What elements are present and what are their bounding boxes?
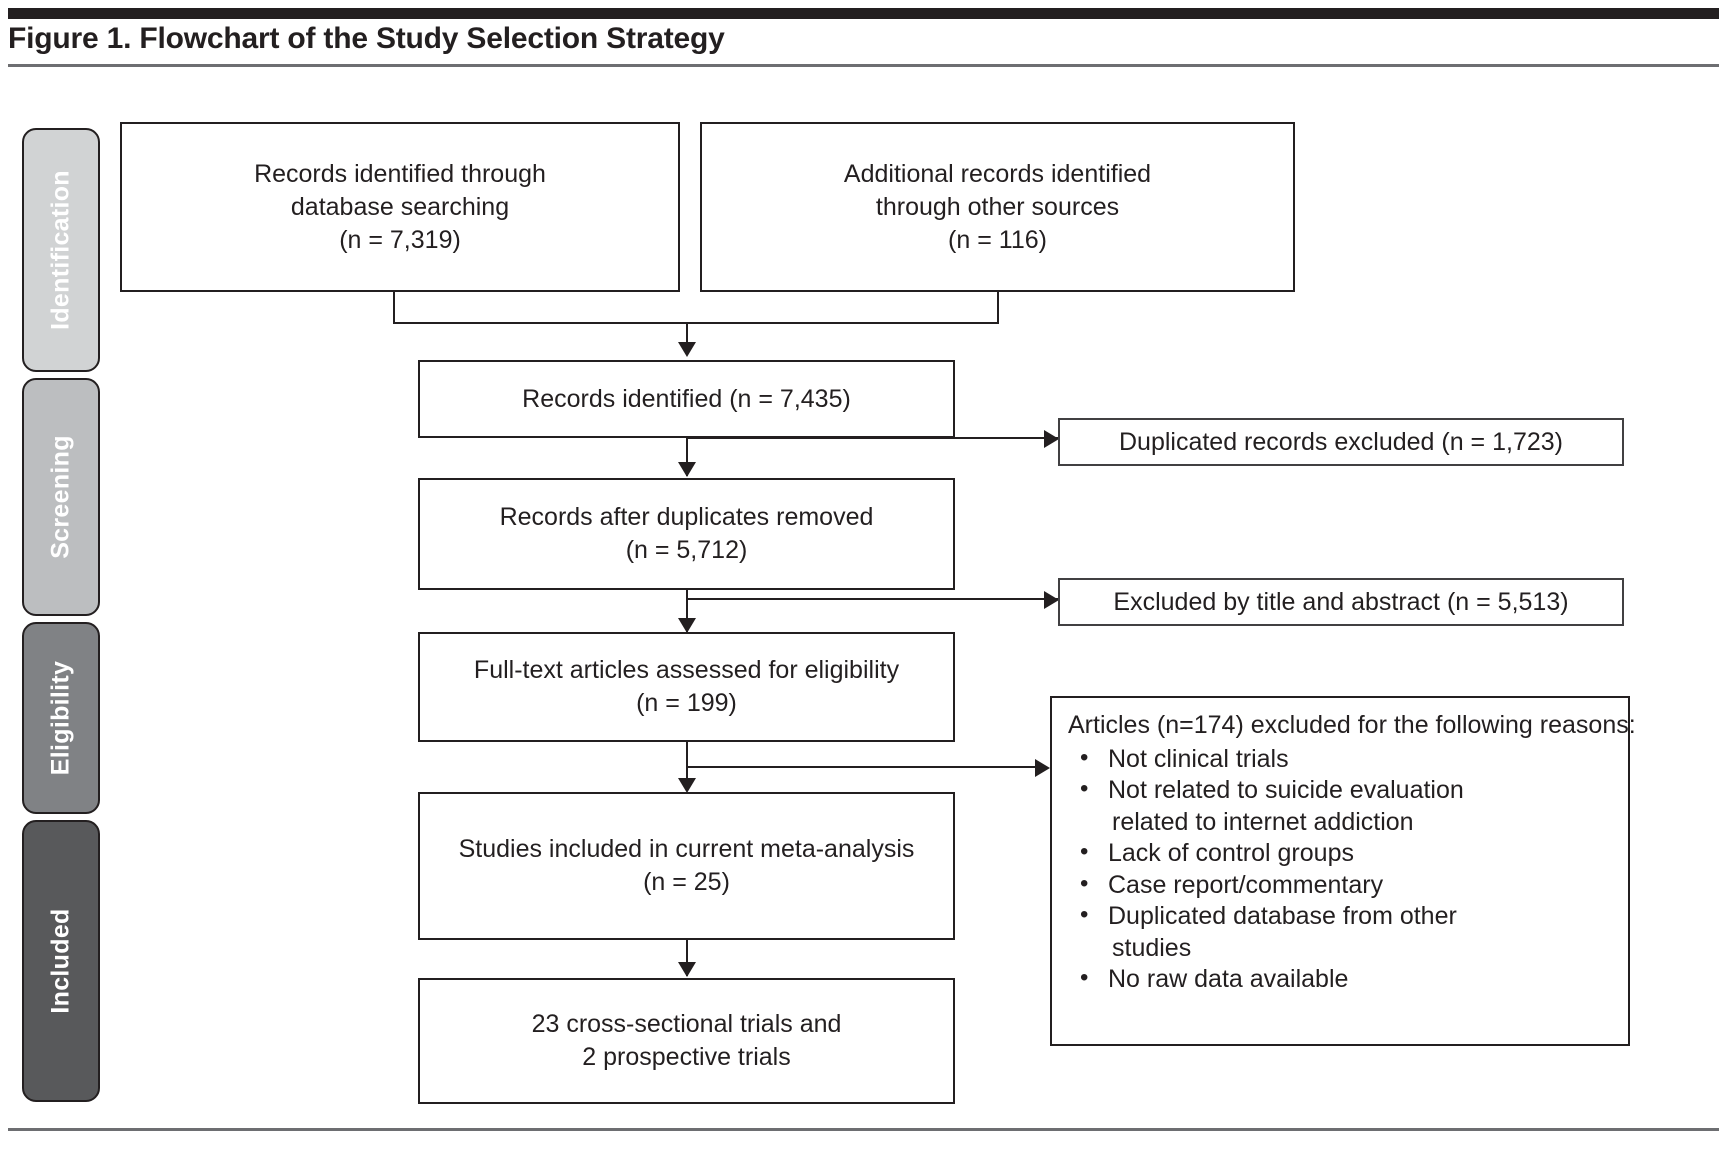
box-exclusion-reasons: Articles (n=174) excluded for the follow… — [1050, 696, 1636, 1046]
arrow-into-trial-breakdown — [678, 962, 696, 977]
stage-tab-identification: Identification — [22, 128, 100, 372]
box-records-database-line2: database searching — [290, 192, 510, 221]
box-fulltext-assessed-line1: Full-text articles assessed for eligibil… — [473, 656, 900, 684]
box-records-after-duplicates: Records after duplicates removed (n = 5,… — [418, 478, 955, 590]
box-studies-included-line2: (n = 25) — [643, 868, 730, 896]
box-records-other-sources: Additional records identified through ot… — [700, 122, 1295, 292]
box-records-after-duplicates-line1: Records after duplicates removed — [499, 503, 874, 531]
box-records-other-line2: through other sources — [875, 192, 1120, 221]
exclusion-reason-text: Not clinical trials — [1108, 744, 1289, 773]
arrow-into-studies-included — [678, 778, 696, 793]
bullet-icon: • — [1080, 838, 1089, 865]
connector-rad-down — [686, 590, 688, 632]
bullet-icon: • — [1080, 964, 1089, 991]
box-records-after-duplicates-line2: (n = 5,712) — [625, 536, 748, 564]
box-records-identified-line1: Records identified (n = 7,435) — [522, 384, 851, 413]
box-records-database-line3: (n = 7,319) — [339, 225, 461, 254]
connector-si-down — [686, 940, 688, 976]
stage-tab-eligibility: Eligibility — [22, 622, 100, 814]
list-item: • Not related to suicide evaluation rela… — [1066, 775, 1614, 838]
box-excluded-title-abstract: Excluded by title and abstract (n = 5,51… — [1058, 578, 1624, 626]
box-excluded-title-abstract-line1: Excluded by title and abstract (n = 5,51… — [1113, 587, 1569, 616]
stage-label-included: Included — [46, 908, 75, 1014]
exclusion-reasons-heading: Articles (n=174) excluded for the follow… — [1068, 711, 1636, 739]
list-item: • Duplicated database from other studies — [1066, 901, 1614, 964]
list-item: • Not clinical trials — [1066, 744, 1614, 776]
top-rule — [8, 8, 1719, 19]
connector-merge-stem — [686, 322, 688, 344]
list-item: • Lack of control groups — [1066, 838, 1614, 870]
arrow-into-exclusion-reasons — [1035, 759, 1050, 777]
exclusion-reason-continuation: studies — [1112, 933, 1192, 962]
stage-label-eligibility: Eligibility — [46, 660, 75, 776]
box-records-database-line1: Records identified through — [254, 159, 546, 188]
page-title: Figure 1. Flowchart of the Study Selecti… — [8, 22, 725, 55]
exclusion-reason-text: No raw data available — [1108, 965, 1349, 993]
connector-db-down — [393, 292, 395, 324]
connector-merge-horizontal — [393, 322, 999, 324]
box-trial-breakdown-line1: 23 cross-sectional trials and — [531, 1010, 842, 1038]
exclusion-reason-continuation: related to internet addiction — [1112, 807, 1414, 836]
box-trial-breakdown-line2: 2 prospective trials — [582, 1043, 791, 1071]
box-records-identified: Records identified (n = 7,435) — [418, 360, 955, 438]
box-studies-included-line1: Studies included in current meta-analysi… — [458, 835, 915, 863]
arrow-into-fulltext-assessed — [678, 618, 696, 633]
stage-tab-screening: Screening — [22, 378, 100, 616]
box-fulltext-assessed: Full-text articles assessed for eligibil… — [418, 632, 955, 742]
box-studies-included: Studies included in current meta-analysi… — [418, 792, 955, 940]
box-records-database: Records identified through database sear… — [120, 122, 680, 292]
list-item: • Case report/commentary — [1066, 870, 1614, 902]
exclusion-reasons-list: • Not clinical trials • Not related to s… — [1066, 744, 1614, 996]
connector-ft-down — [686, 742, 688, 788]
exclusion-reason-text: Case report/commentary — [1108, 870, 1384, 899]
exclusion-reason-text: Lack of control groups — [1108, 839, 1354, 867]
box-trial-breakdown: 23 cross-sectional trials and 2 prospect… — [418, 978, 955, 1104]
bullet-icon: • — [1080, 901, 1089, 928]
box-duplicated-records-excluded-line1: Duplicated records excluded (n = 1,723) — [1118, 427, 1563, 456]
list-item: • No raw data available — [1066, 964, 1614, 996]
stage-label-screening: Screening — [46, 435, 75, 559]
title-underline-rule — [8, 64, 1719, 67]
connector-ri-to-duplicates — [686, 437, 1058, 439]
connector-ri-down — [686, 438, 688, 476]
box-duplicated-records-excluded: Duplicated records excluded (n = 1,723) — [1058, 418, 1624, 466]
arrow-into-duplicates-excluded — [1044, 430, 1059, 448]
stage-label-identification: Identification — [46, 170, 75, 330]
arrow-into-records-after-duplicates — [678, 462, 696, 477]
stage-tab-included: Included — [22, 820, 100, 1102]
bullet-icon: • — [1080, 743, 1089, 771]
box-records-other-line3: (n = 116) — [948, 225, 1047, 254]
bullet-icon: • — [1080, 869, 1089, 897]
connector-ft-to-reasons — [686, 766, 1043, 768]
arrow-into-records-identified — [678, 342, 696, 357]
box-records-other-line1: Additional records identified — [843, 159, 1152, 188]
exclusion-reason-text: Duplicated database from other — [1108, 902, 1457, 930]
exclusion-reason-text: Not related to suicide evaluation — [1108, 776, 1464, 804]
box-fulltext-assessed-line2: (n = 199) — [636, 689, 737, 717]
bullet-icon: • — [1080, 775, 1089, 802]
bottom-rule — [8, 1128, 1719, 1131]
connector-rad-to-excluded — [686, 598, 1058, 600]
arrow-into-excluded-title-abstract — [1044, 591, 1059, 609]
connector-other-down — [997, 292, 999, 324]
